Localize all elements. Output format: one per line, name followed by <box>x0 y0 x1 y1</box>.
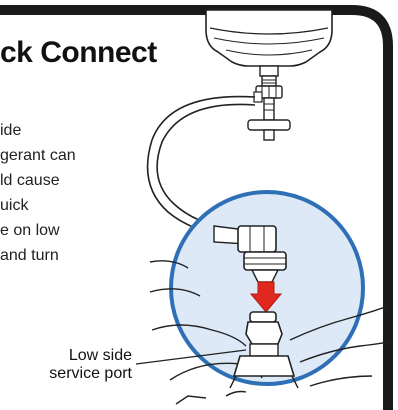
service-port-label-line: service port <box>16 365 132 383</box>
instruction-text: ide gerant can ld cause uick e on low an… <box>0 118 76 268</box>
valve-tap-icon <box>248 66 290 140</box>
instruction-line: and turn <box>0 243 76 268</box>
instruction-line: ld cause <box>0 168 76 193</box>
service-port-label: Low side service port <box>16 347 132 383</box>
instruction-line: e on low <box>0 218 76 243</box>
panel-title: ck Connect <box>0 36 157 70</box>
instruction-line: gerant can <box>0 143 76 168</box>
instruction-line: ide <box>0 118 76 143</box>
refrigerant-can-icon <box>206 10 332 66</box>
service-port-label-line: Low side <box>16 347 132 365</box>
instruction-line: uick <box>0 193 76 218</box>
